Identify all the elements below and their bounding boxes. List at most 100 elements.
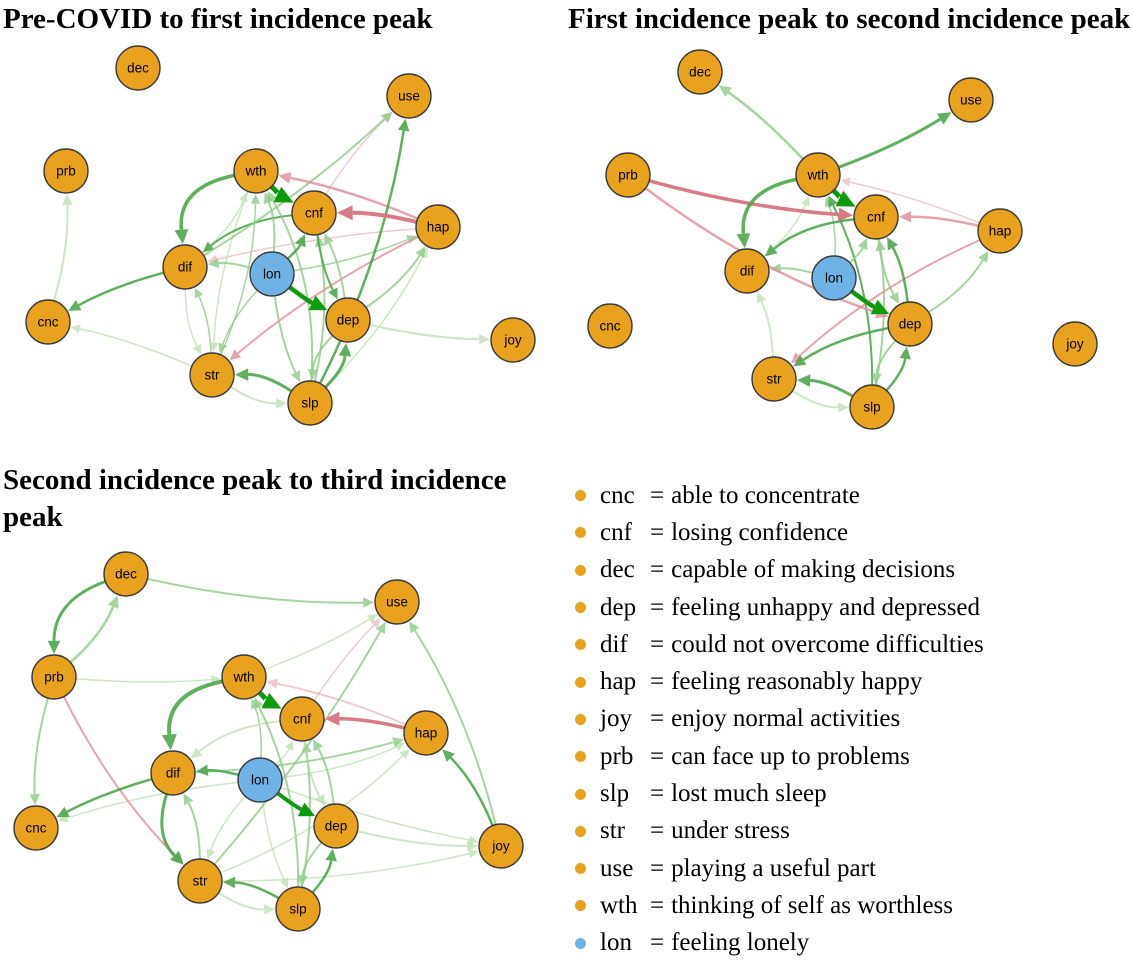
edge-lon-hap (293, 238, 409, 272)
legend-equals: = (650, 556, 665, 584)
edge-slp-wth (832, 204, 874, 386)
edge-str-dif (198, 296, 212, 354)
node-cnf (279, 696, 325, 742)
arrowhead-cnf-dep (889, 291, 899, 304)
node-label-hap: hap (415, 726, 438, 741)
panel-3-title: Second incidence peak to third incidence… (3, 464, 507, 533)
node-label-prb: prb (44, 670, 64, 685)
arrowhead-dec-use (363, 597, 374, 608)
node-label-joy: joy (1065, 337, 1084, 352)
edge-str-dif (760, 301, 774, 358)
edge-lon-dep (288, 285, 314, 305)
node-use (386, 73, 432, 119)
arrowhead-str-cnc (70, 324, 81, 334)
legend-bullet-icon (575, 900, 586, 912)
edge-lon-wth (267, 201, 276, 253)
arrowhead-str-joy (468, 849, 479, 859)
edge-slp-dep (324, 355, 347, 389)
node-lon (237, 757, 283, 803)
legend-equals: = (650, 668, 665, 696)
arrowhead-cnf-dep (315, 793, 325, 806)
legend-equals: = (650, 481, 665, 509)
legend-equals: = (650, 780, 665, 808)
legend-code: dif (600, 630, 628, 658)
arrowhead-hap-wth (840, 177, 851, 187)
node-label-hap: hap (989, 224, 1012, 239)
arrowhead-hap-str (229, 349, 242, 361)
edge-lon-dep (276, 791, 303, 812)
arrowhead-hap-cnf (899, 211, 911, 223)
edge-wth-dif (741, 177, 797, 234)
legend-code: use (600, 854, 634, 882)
arrowhead-wth-cnf (835, 190, 856, 207)
node-label-prb: prb (56, 164, 76, 179)
legend-equals: = (650, 742, 665, 770)
arrowhead-str-slp (264, 904, 275, 915)
arrowhead-slp-use (398, 118, 410, 132)
node-label-dif: dif (178, 260, 193, 275)
node-wth (221, 654, 267, 700)
legend-row-wth: wth=thinking of self as worthless (571, 887, 984, 924)
arrowhead-wth-dec (718, 85, 732, 97)
arrowhead-dif-cnc (56, 806, 70, 818)
node-label-prb: prb (618, 168, 638, 183)
node-label-dif: dif (166, 766, 181, 781)
edge-str-slp (791, 390, 839, 409)
edge-lon-str (222, 289, 258, 345)
arrowhead-dif-str (169, 850, 184, 865)
edge-cnf-dif (198, 720, 281, 753)
node-label-use: use (386, 595, 408, 610)
edge-hap-str (237, 235, 419, 354)
edge-dec-use (147, 577, 364, 604)
node-joy (1052, 321, 1098, 367)
legend-definition: enjoy normal activities (671, 705, 901, 733)
edge-hap-cnf (910, 215, 979, 228)
edge-wth-cnf (831, 188, 844, 202)
edge-joy-hap (449, 756, 494, 827)
arrowhead-cnf-use (370, 618, 381, 629)
edge-cnf-dif (210, 214, 293, 247)
legend-code: wth (600, 891, 638, 919)
legend-bullet-icon (575, 490, 586, 502)
legend-equals: = (650, 854, 665, 882)
edge-cnc-prb (53, 204, 69, 302)
edge-wth-cnf (269, 184, 282, 198)
edge-lon-hap (281, 746, 397, 779)
edge-dep-str (802, 326, 889, 361)
edge-prb-cnc (33, 697, 49, 795)
node-slp (849, 384, 895, 430)
edge-dep-slp (875, 339, 897, 374)
arrowhead-wth-use (936, 112, 952, 125)
node-joy (478, 823, 524, 869)
node-wth (795, 152, 841, 198)
legend-row-prb: prb=can face up to problems (571, 738, 984, 775)
edge-dep-hap (928, 259, 984, 314)
node-label-slp: slp (863, 400, 880, 415)
edge-slp-use (318, 130, 405, 384)
arrowhead-cnf-dep (328, 287, 338, 300)
node-label-joy: joy (491, 839, 510, 854)
edge-dep-hap (365, 254, 421, 309)
node-joy (490, 317, 536, 363)
arrowhead-slp-cnf (875, 239, 886, 252)
node-label-dec: dec (689, 65, 711, 80)
legend-row-lon: lon=feeling lonely (571, 925, 984, 960)
legend-code: dec (600, 556, 635, 584)
arrowhead-cnc-prb (62, 194, 73, 205)
legend-row-cnf: cnf=losing confidence (571, 514, 984, 551)
edge-cnf-dep (303, 740, 321, 797)
node-hap (977, 208, 1023, 254)
legend-definition: feeling reasonably happy (671, 668, 923, 696)
edge-slp-wth (271, 199, 314, 382)
arrowhead-lon-cnf (294, 234, 306, 248)
arrowhead-dep-cnf (887, 237, 898, 251)
edge-hap-dif (216, 227, 417, 261)
legend-code: hap (600, 668, 637, 696)
legend-row-str: str=under stress (571, 813, 984, 850)
node-label-cnc: cnc (25, 821, 46, 836)
node-wth (233, 148, 279, 194)
arrowhead-cnf-dif (764, 244, 778, 257)
